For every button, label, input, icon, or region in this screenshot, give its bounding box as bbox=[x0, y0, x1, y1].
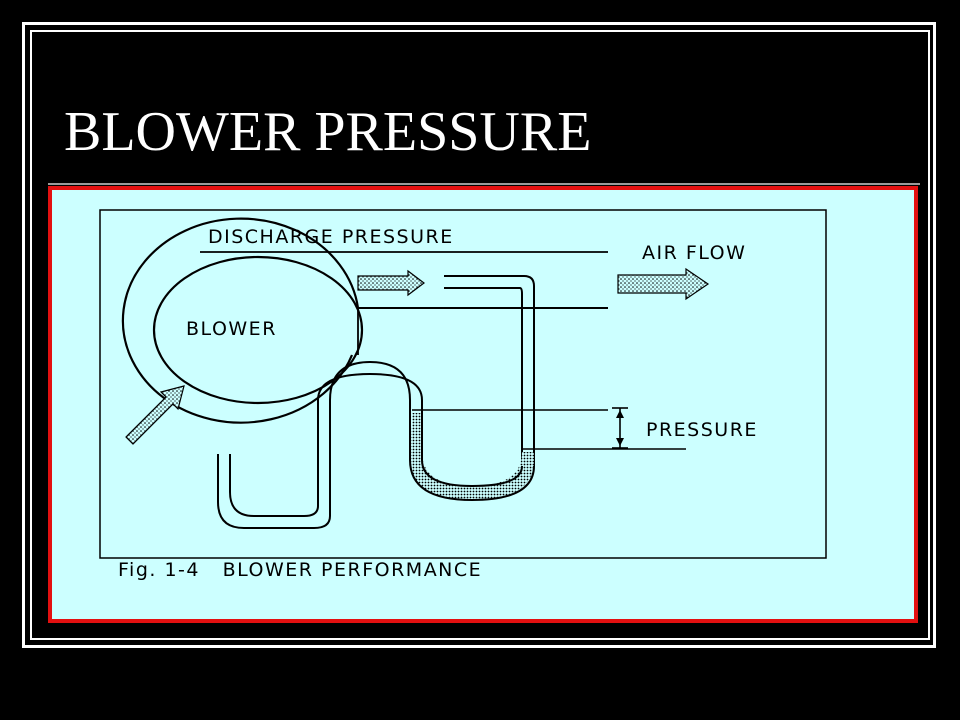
pressure-label: PRESSURE bbox=[646, 419, 758, 441]
slide-inner-border bbox=[30, 30, 930, 640]
figure-border bbox=[99, 209, 827, 559]
probe-tube-inner bbox=[444, 287, 523, 466]
air-flow-arrow bbox=[617, 267, 710, 301]
intake-arrow bbox=[125, 385, 185, 445]
blower-inner-circle bbox=[152, 255, 364, 405]
blower-diagram: DISCHARGE PRESSURE BLOWER AIR FLOW bbox=[99, 209, 827, 581]
slide-title: BLOWER PRESSURE bbox=[64, 101, 592, 163]
figure-panel: DISCHARGE PRESSURE BLOWER AIR FLOW bbox=[48, 186, 918, 623]
pressure-arrowhead-top bbox=[616, 410, 624, 418]
blower-housing bbox=[121, 217, 360, 424]
air-flow-label: AIR FLOW bbox=[642, 242, 746, 264]
u-tube-inner-wall bbox=[229, 372, 523, 517]
blower-label: BLOWER bbox=[186, 318, 277, 340]
title-divider bbox=[48, 183, 920, 185]
pressure-arrowhead-bottom bbox=[616, 438, 624, 446]
u-tube-outer-wall bbox=[217, 360, 535, 529]
duct-flow-arrow bbox=[357, 269, 425, 297]
slide-outer-border bbox=[22, 22, 936, 648]
discharge-pressure-label: DISCHARGE PRESSURE bbox=[208, 226, 454, 248]
figure-caption: Fig. 1-4 BLOWER PERFORMANCE bbox=[118, 559, 482, 581]
probe-tube-outer bbox=[444, 275, 535, 466]
